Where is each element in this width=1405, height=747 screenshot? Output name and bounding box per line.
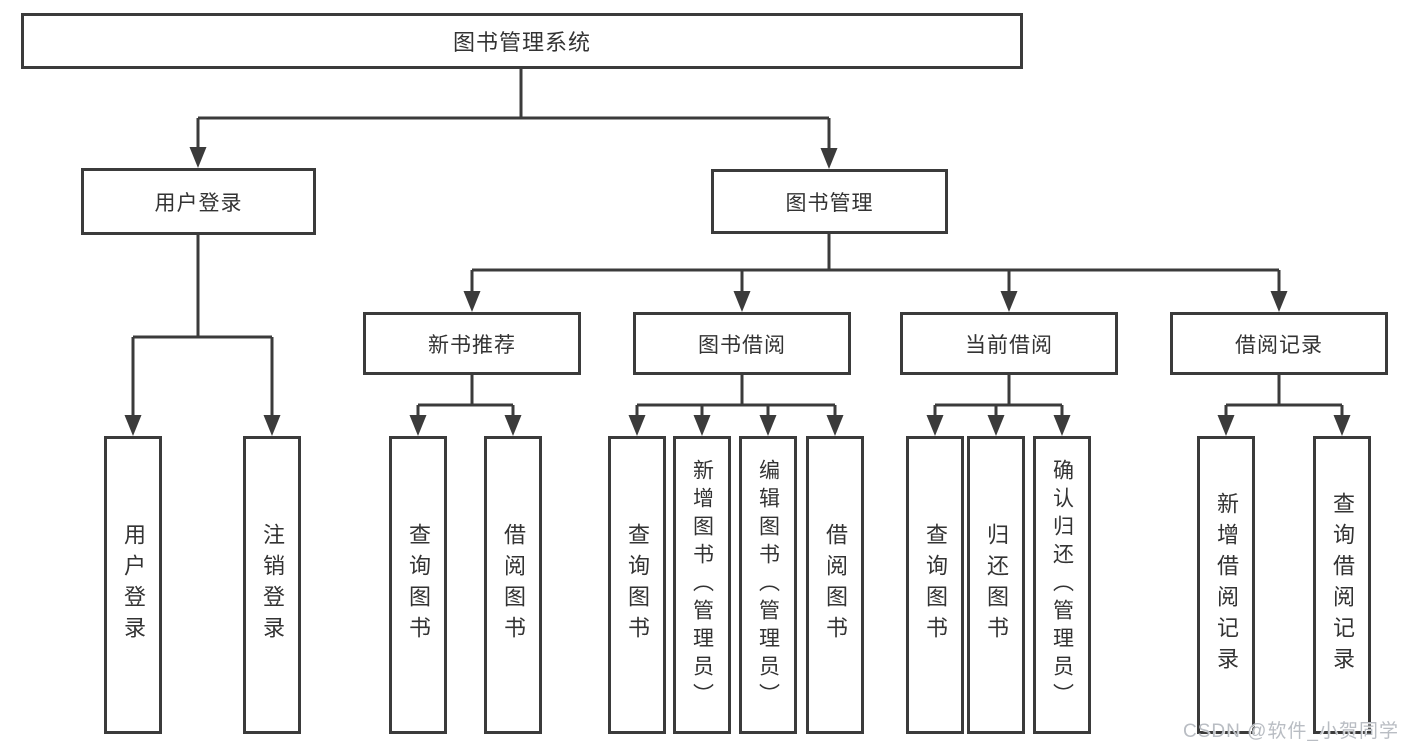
leaf-query-book-recommend: 查询图书 — [389, 436, 447, 734]
leaf-query-book-current-label: 查询图书 — [923, 523, 948, 647]
leaf-borrow-book: 借阅图书 — [806, 436, 864, 734]
leaf-borrow-book-recommend-label: 借阅图书 — [501, 523, 526, 647]
node-book-management-label: 图书管理 — [785, 191, 874, 215]
csdn-watermark: CSDN @软件_小贺同学 — [1183, 721, 1399, 742]
leaf-edit-book-admin-label: 编辑图书（管理员） — [756, 459, 780, 711]
node-root: 图书管理系统 — [21, 13, 1023, 69]
leaf-add-borrow-record-label: 新增借阅记录 — [1214, 492, 1239, 678]
leaf-borrow-book-recommend: 借阅图书 — [484, 436, 542, 734]
node-book-borrowing: 图书借阅 — [633, 312, 851, 375]
node-user-login-label: 用户登录 — [154, 191, 243, 215]
node-new-book-recommend-label: 新书推荐 — [428, 333, 516, 357]
node-new-book-recommend: 新书推荐 — [363, 312, 581, 375]
node-borrowing-records: 借阅记录 — [1170, 312, 1388, 375]
leaf-query-book-current: 查询图书 — [906, 436, 964, 734]
leaf-logout-login-label: 注销登录 — [260, 523, 285, 647]
node-book-borrowing-label: 图书借阅 — [698, 333, 786, 357]
leaf-add-book-admin: 新增图书（管理员） — [673, 436, 731, 734]
node-current-borrowing-label: 当前借阅 — [965, 333, 1053, 357]
leaf-add-borrow-record: 新增借阅记录 — [1197, 436, 1255, 734]
node-book-management: 图书管理 — [711, 169, 948, 234]
leaf-edit-book-admin: 编辑图书（管理员） — [739, 436, 797, 734]
node-current-borrowing: 当前借阅 — [900, 312, 1118, 375]
leaf-user-login: 用户登录 — [104, 436, 162, 734]
node-user-login: 用户登录 — [81, 168, 316, 235]
node-borrowing-records-label: 借阅记录 — [1235, 333, 1323, 357]
leaf-add-book-admin-label: 新增图书（管理员） — [690, 459, 714, 711]
connector-paths — [131, 69, 1344, 420]
leaf-return-book: 归还图书 — [967, 436, 1025, 734]
leaf-query-book-borrow: 查询图书 — [608, 436, 666, 734]
leaf-borrow-book-label: 借阅图书 — [823, 523, 848, 647]
node-root-label: 图书管理系统 — [452, 30, 591, 55]
leaf-confirm-return-admin: 确认归还（管理员） — [1033, 436, 1091, 734]
leaf-confirm-return-admin-label: 确认归还（管理员） — [1050, 459, 1074, 711]
leaf-query-book-borrow-label: 查询图书 — [625, 523, 650, 647]
leaf-query-borrow-record-label: 查询借阅记录 — [1330, 492, 1355, 678]
leaf-query-book-recommend-label: 查询图书 — [406, 523, 431, 647]
leaf-return-book-label: 归还图书 — [984, 523, 1009, 647]
leaf-logout-login: 注销登录 — [243, 436, 301, 734]
leaf-user-login-label: 用户登录 — [121, 523, 146, 647]
leaf-query-borrow-record: 查询借阅记录 — [1313, 436, 1371, 734]
